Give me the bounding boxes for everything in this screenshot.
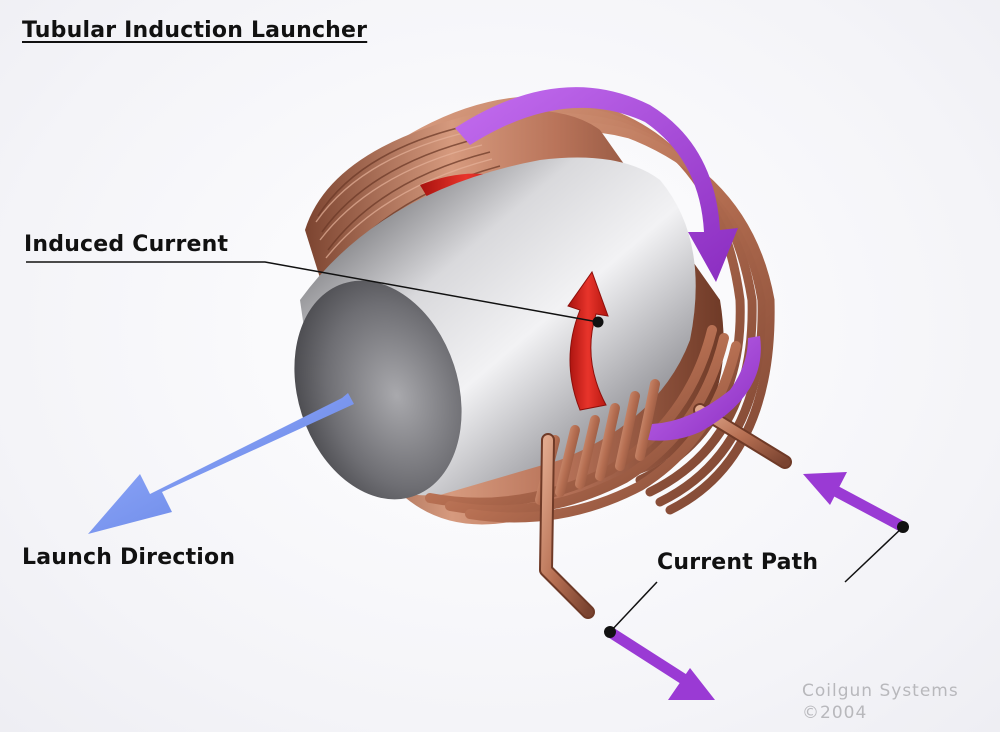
projectile — [294, 157, 696, 500]
launch-direction-arrow — [88, 393, 354, 534]
induced-current-label: Induced Current — [24, 232, 229, 257]
current-path-label: Current Path — [657, 550, 819, 575]
current-path-leader-in — [844, 526, 904, 583]
credit-year: 2004 — [820, 703, 868, 723]
coil-current-arrow-side — [648, 336, 761, 441]
credit-company: Coilgun Systems — [802, 681, 959, 701]
credit-year-line: ©2004 — [802, 702, 959, 724]
induced-current-arrow — [567, 270, 609, 411]
current-path-arrow-in — [803, 472, 909, 533]
launch-direction-label: Launch Direction — [22, 545, 236, 570]
current-path-leader-out — [609, 581, 658, 633]
leader-lines — [26, 261, 904, 633]
coil-current-arrow-top — [455, 87, 738, 282]
diagram-title: Tubular Induction Launcher — [22, 18, 368, 43]
credit-watermark: Coilgun Systems ©2004 — [802, 680, 959, 724]
induced-current-leader — [26, 261, 599, 323]
current-path-arrow-out — [604, 626, 715, 700]
copyright-icon: © — [802, 703, 820, 723]
